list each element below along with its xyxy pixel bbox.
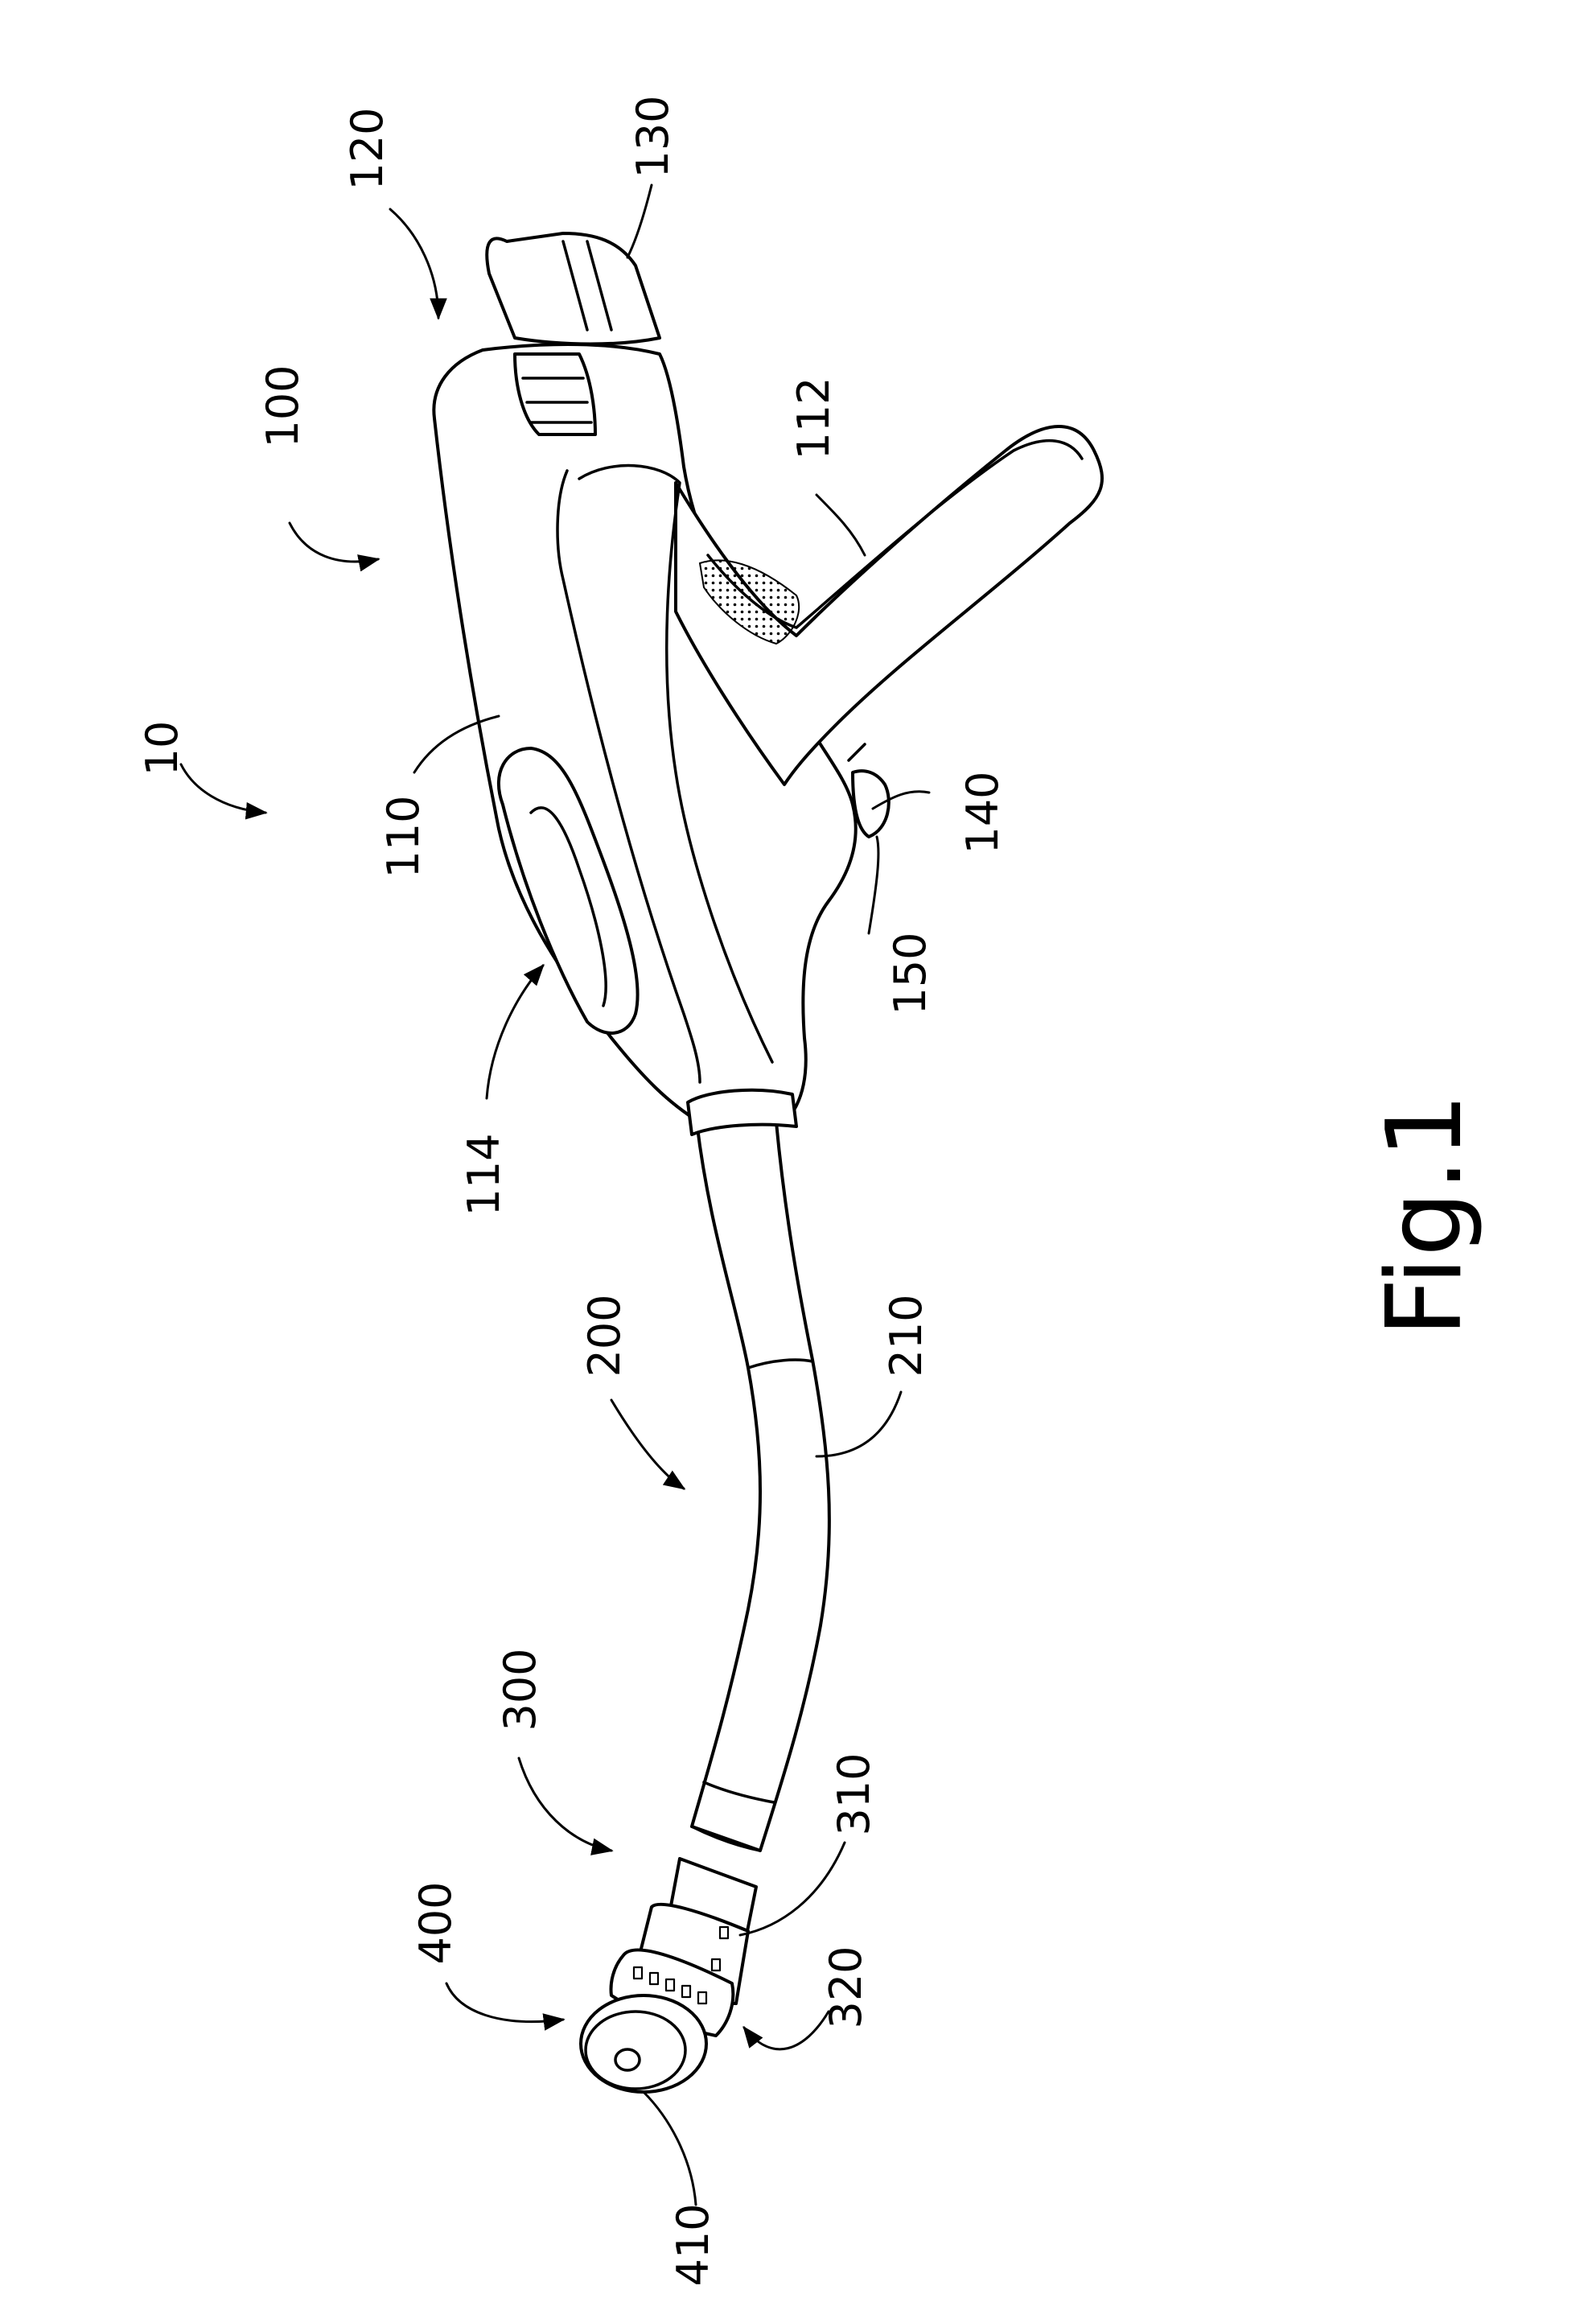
- leader-120: [390, 209, 438, 318]
- shaft-tube: [692, 1114, 829, 1851]
- end-effector: [581, 1859, 756, 2092]
- figure-label: Fig.1: [1365, 1093, 1485, 1336]
- leader-100: [290, 523, 378, 562]
- leader-200: [611, 1400, 684, 1489]
- label-140: 140: [957, 771, 1008, 854]
- label-100: 100: [257, 364, 308, 447]
- label-400: 400: [410, 1881, 461, 1964]
- leader-112: [817, 495, 865, 555]
- leader-300: [519, 1758, 611, 1851]
- label-130: 130: [627, 95, 678, 178]
- label-110: 110: [378, 795, 429, 878]
- leader-320: [744, 2012, 829, 2049]
- leader-150: [869, 837, 878, 933]
- trigger-tab: [849, 744, 865, 760]
- label-114: 114: [459, 1133, 509, 1216]
- label-120: 120: [342, 107, 393, 190]
- leader-130: [627, 185, 652, 257]
- surgical-stapler-drawing: [434, 233, 1102, 2092]
- label-10: 10: [137, 721, 187, 776]
- leader-114: [487, 966, 543, 1098]
- label-210: 210: [881, 1294, 932, 1377]
- rear-knob: [487, 233, 660, 344]
- handle-assembly: [434, 233, 1102, 1135]
- label-150: 150: [885, 932, 936, 1015]
- label-320: 320: [821, 1946, 871, 2028]
- label-200: 200: [579, 1294, 630, 1377]
- label-410: 410: [668, 2203, 718, 2286]
- leader-410: [644, 2092, 696, 2205]
- leader-400: [446, 1983, 563, 2022]
- label-300: 300: [495, 1648, 545, 1731]
- leader-210: [817, 1392, 901, 1456]
- label-310: 310: [829, 1752, 879, 1835]
- label-112: 112: [788, 377, 839, 459]
- shaft-assembly: [680, 1114, 829, 1899]
- leader-10: [181, 764, 265, 813]
